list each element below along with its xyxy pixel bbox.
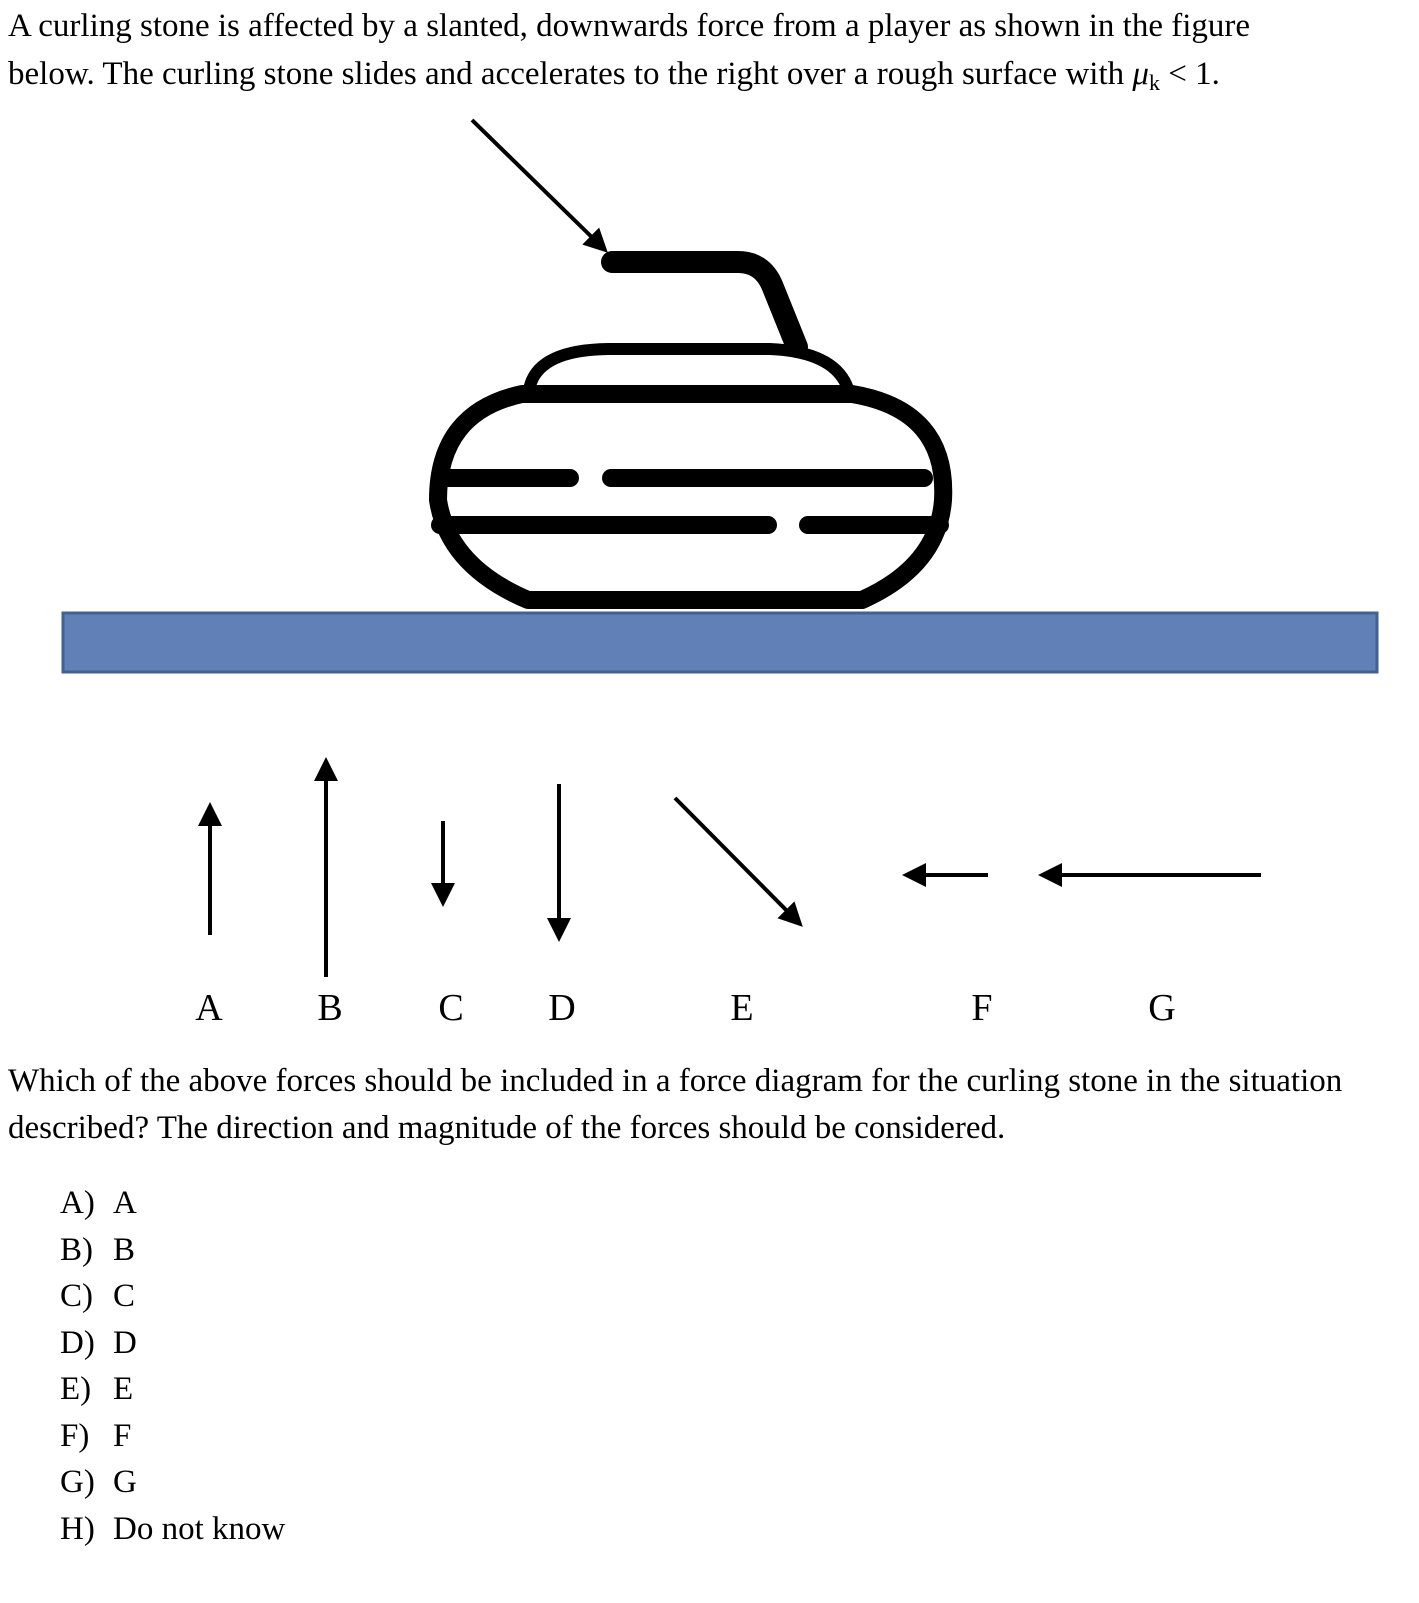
problem-statement-line2: below. The curling stone slides and acce… (8, 56, 1133, 92)
option-text: E (113, 1371, 134, 1407)
stone-cap (523, 343, 855, 398)
arrow-label-g: G (1148, 987, 1175, 1029)
problem-statement: A curling stone is affected by a slanted… (8, 2, 1408, 98)
option-key: A) (60, 1185, 95, 1221)
option-text: C (113, 1278, 136, 1314)
option-key: H) (60, 1510, 95, 1547)
option-g[interactable]: G) G (60, 1459, 285, 1506)
option-key: G) (60, 1464, 95, 1500)
option-text: F (113, 1417, 132, 1454)
arrow-labels: A B C D E F G (195, 987, 1175, 1029)
force-arrow-e (673, 796, 803, 927)
option-h[interactable]: H) Do not know (60, 1506, 285, 1553)
arrow-label-b: B (317, 987, 342, 1029)
option-a[interactable]: A) A (60, 1180, 285, 1227)
answer-options: A) A B) B C) C D) D E) E F) F G) G H) Do not kno… (60, 1180, 285, 1552)
option-e[interactable]: E) E (60, 1366, 285, 1413)
option-d[interactable]: D) D (60, 1320, 285, 1367)
option-text: B (113, 1231, 136, 1268)
applied-force-arrow (470, 118, 608, 253)
rough-surface (61, 611, 1379, 674)
option-text: G (113, 1464, 137, 1500)
arrow-label-c: C (438, 987, 463, 1029)
problem-statement-inequality: < 1. (1159, 56, 1220, 92)
stone-handle (601, 251, 808, 358)
option-key: B) (60, 1231, 93, 1268)
arrow-label-a: A (195, 987, 223, 1029)
option-text: D (113, 1324, 137, 1361)
option-c[interactable]: C) C (60, 1273, 285, 1320)
option-text: Do not know (113, 1510, 286, 1547)
stone-body (429, 385, 953, 609)
mu-symbol: μ (1132, 56, 1149, 92)
arrow-label-d: D (548, 987, 575, 1029)
option-b[interactable]: B) B (60, 1227, 285, 1274)
curling-stone (429, 251, 953, 609)
option-text: A (113, 1185, 137, 1221)
option-key: D) (60, 1324, 95, 1361)
arrow-label-f: F (971, 987, 992, 1029)
option-f[interactable]: F) F (60, 1413, 285, 1460)
option-key: E) (60, 1371, 92, 1407)
candidate-force-arrows (198, 757, 1261, 977)
mu-subscript: k (1148, 70, 1160, 95)
problem-statement-line1: A curling stone is affected by a slanted… (8, 8, 1251, 44)
option-key: C) (60, 1278, 93, 1314)
option-key: F) (60, 1417, 90, 1454)
arrow-label-e: E (730, 987, 753, 1029)
question-text: Which of the above forces should be incl… (8, 1063, 1343, 1146)
